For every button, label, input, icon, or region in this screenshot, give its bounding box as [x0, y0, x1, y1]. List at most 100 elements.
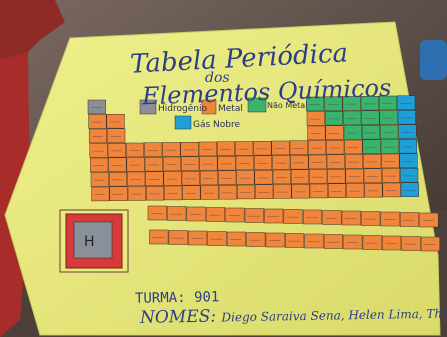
- f-block-cell: [167, 206, 187, 221]
- element-cell: [255, 184, 274, 199]
- legend-swatch-nonmetal: [247, 97, 267, 113]
- element-cell: [88, 128, 108, 144]
- element-cell: [216, 141, 236, 156]
- element-cell: [253, 141, 272, 156]
- element-cell: [397, 110, 416, 125]
- element-cell: [361, 125, 381, 140]
- f-block-cell: [186, 206, 206, 222]
- element-cell: [106, 114, 125, 129]
- element-cell: [306, 111, 325, 126]
- element-cell: [163, 171, 182, 186]
- element-cell: [254, 170, 273, 185]
- f-block-cell: [399, 212, 420, 227]
- f-block-cell: [362, 235, 382, 250]
- element-cell: [145, 186, 165, 201]
- f-block-cell: [225, 207, 245, 223]
- element-cell: [126, 157, 145, 172]
- example-card-inner: [73, 221, 113, 259]
- element-cell: [381, 168, 401, 183]
- f-block-cell: [244, 208, 264, 223]
- f-block-cell: [302, 209, 323, 225]
- f-block-cell: [149, 229, 169, 245]
- poster-title-connector: dos: [205, 70, 230, 86]
- f-block-cell: [283, 209, 303, 224]
- element-cell: [127, 171, 146, 187]
- element-cell: [217, 156, 236, 171]
- element-cell: [327, 169, 346, 184]
- element-cell: [272, 169, 291, 185]
- element-cell: [109, 186, 128, 201]
- element-cell: [90, 172, 109, 187]
- element-cell: [273, 184, 292, 199]
- f-block-cell: [188, 230, 208, 246]
- blue-object: [420, 40, 447, 80]
- element-cell: [218, 185, 237, 200]
- legend-swatch-hydrogen: [139, 99, 157, 115]
- f-block-cell: [304, 233, 324, 249]
- f-block-cell: [322, 210, 342, 225]
- hand-left: [0, 0, 65, 62]
- element-cell: [400, 182, 419, 197]
- element-cell: [107, 143, 126, 158]
- f-block-cell: [168, 230, 188, 245]
- legend-label-hydrogen: Hidrogênio: [158, 104, 207, 114]
- element-cell: [325, 125, 344, 140]
- legend-swatch-noble-gas: [174, 115, 192, 130]
- element-cell: [326, 154, 345, 169]
- element-cell: [363, 154, 382, 169]
- element-cell: [362, 139, 381, 154]
- element-cell: [307, 125, 326, 141]
- element-cell: [398, 124, 417, 139]
- f-block-cell: [285, 233, 305, 248]
- f-block-cell: [265, 232, 285, 248]
- legend-swatch-metal: [201, 99, 217, 115]
- element-cell: [398, 139, 418, 154]
- element-cell: [344, 154, 364, 169]
- nomes-label: NOMES:: [139, 306, 217, 328]
- element-cell: [108, 157, 127, 172]
- element-cell: [291, 184, 310, 199]
- element-cell: [272, 155, 291, 170]
- element-cell: [88, 114, 107, 129]
- element-cell: [199, 170, 219, 186]
- element-cell: [324, 111, 344, 126]
- legend-label-nonmetal: Não Metal: [267, 101, 308, 110]
- element-cell: [145, 171, 164, 186]
- element-cell: [345, 168, 364, 184]
- f-block-cell: [205, 207, 226, 222]
- example-card-glyph: H: [84, 234, 95, 250]
- element-cell: [162, 156, 182, 172]
- element-cell: [108, 172, 128, 187]
- element-cell: [308, 154, 327, 170]
- element-cell: [289, 140, 308, 155]
- element-cell: [344, 139, 363, 155]
- element-cell: [125, 142, 145, 158]
- element-cell: [198, 141, 217, 157]
- element-cell: [164, 185, 183, 201]
- periodic-table-f-block: [147, 205, 440, 252]
- element-cell: [235, 155, 254, 171]
- turma-label: TURMA: 901: [134, 289, 220, 307]
- element-cell: [271, 140, 290, 156]
- element-cell: [309, 183, 328, 199]
- element-cell: [400, 168, 419, 183]
- f-block-cell: [420, 236, 440, 252]
- element-cell: [364, 183, 383, 198]
- element-cell: [346, 183, 365, 198]
- element-cell: [380, 139, 399, 154]
- element-cell: [309, 169, 328, 184]
- element-cell: [397, 95, 416, 110]
- element-cell: [180, 142, 199, 157]
- element-cell: [91, 186, 110, 202]
- element-cell: [360, 96, 379, 111]
- element-cell: [200, 185, 219, 200]
- element-cell: [307, 140, 327, 155]
- element-cell: [342, 96, 361, 111]
- element-cell: [327, 183, 347, 198]
- element-cell: [378, 95, 398, 111]
- f-block-cell: [382, 235, 402, 251]
- f-block-cell: [380, 211, 400, 227]
- element-cell: [235, 141, 254, 156]
- element-cell: [181, 171, 200, 186]
